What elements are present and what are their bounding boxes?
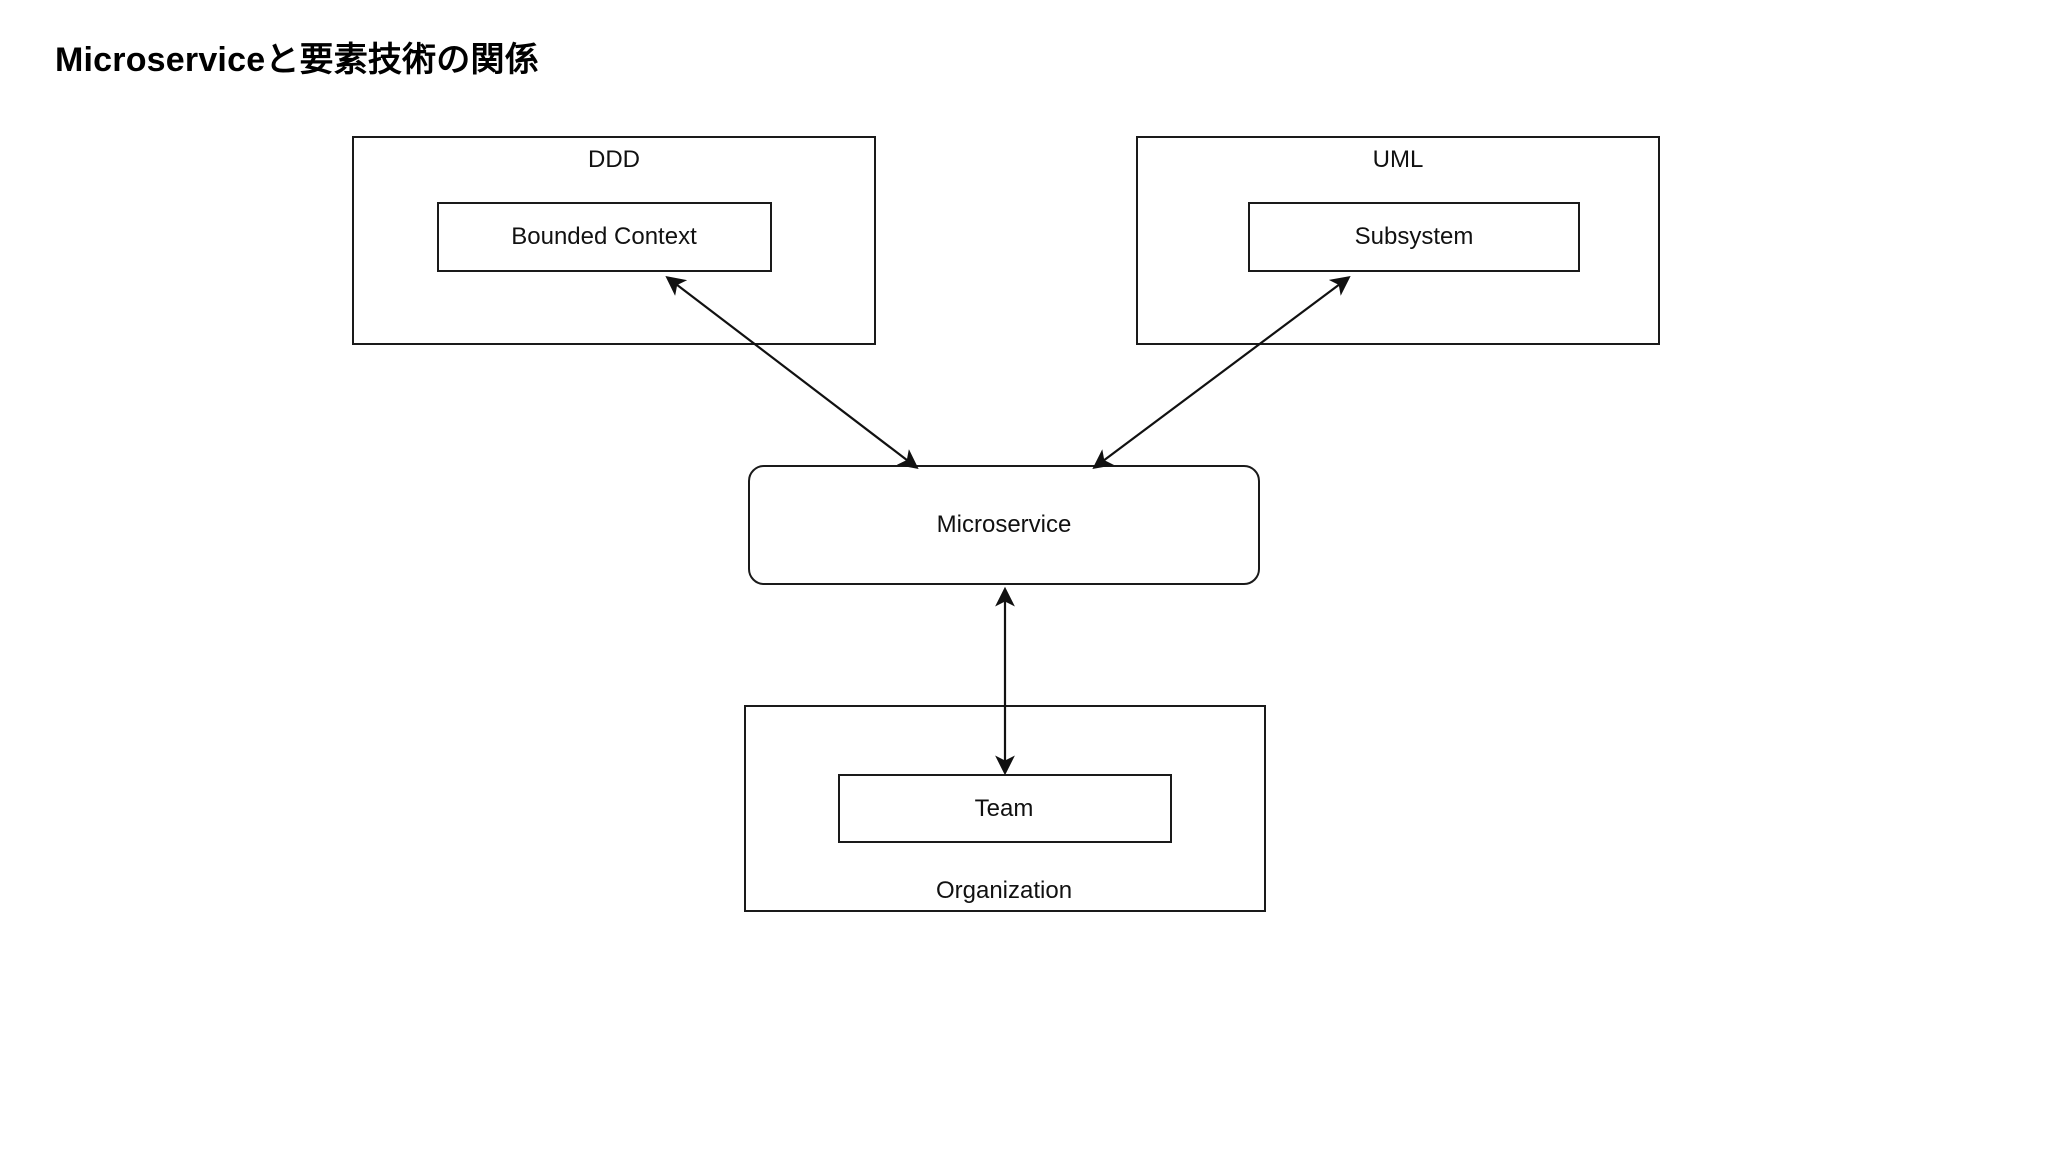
node-team-label: Team [974,795,1034,822]
node-organization-label: Organization [935,877,1073,904]
node-bounded-context[interactable] [437,202,772,272]
node-subsystem-label: Subsystem [1354,223,1474,250]
page-title: Microserviceと要素技術の関係 [55,41,539,79]
node-ddd-label: DDD [588,146,640,173]
node-microservice-label: Microservice [936,511,1072,538]
node-subsystem[interactable] [1248,202,1580,272]
node-uml-label: UML [1372,146,1424,173]
node-bounded-context-label: Bounded Context [511,223,697,250]
node-microservice[interactable] [748,465,1260,585]
